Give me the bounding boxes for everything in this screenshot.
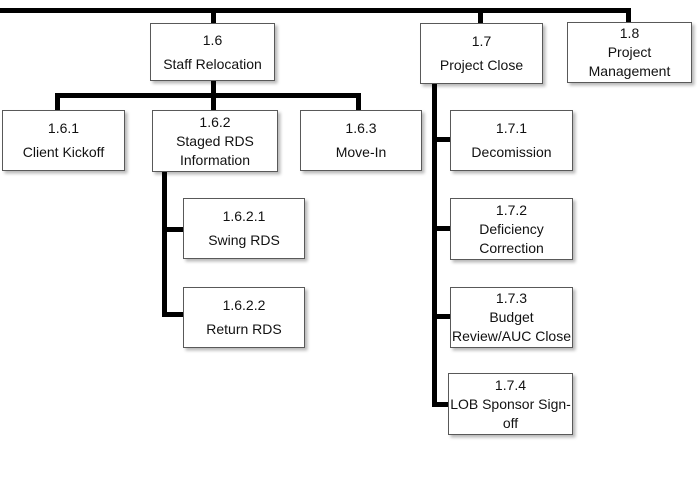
connector-branch-node-1-7-2 [437,226,450,231]
node-1-6-2-1: 1.6.2.1 Swing RDS [183,198,305,259]
connector-branch-node-1-7-1 [437,137,450,142]
node-name-line: Client Kickoff [22,144,105,160]
node-1-7-4: 1.7.4 LOB Sponsor Sign- off [448,373,573,435]
connector-top-trunk [0,8,631,13]
node-name-line: Return RDS [206,321,282,337]
node-1-6-3: 1.6.3 Move-In [300,110,422,171]
node-code: 1.6 [202,31,223,48]
connector-branch-node-1-7-3 [437,314,450,319]
connector-branch-node-1-6-2-2 [162,312,183,317]
connector-drop-node-1-6-3 [356,93,361,110]
node-code: 1.8 [619,25,640,41]
node-name-line: Decomission [471,144,552,160]
node-1-6-2: 1.6.2 Staged RDS Information [152,110,278,172]
node-1-7-1: 1.7.1 Decomission [450,110,573,171]
connector-branch-node-1-6-2-1 [167,227,183,232]
connector-1-6-2-trunk [162,171,167,317]
connector-drop-node-1-6-2 [211,98,216,110]
node-name-line: Budget [489,309,534,325]
node-name-line: Project Close [439,57,524,73]
connector-branch-node-1-7-4 [432,402,448,407]
node-name-line: Review/AUC Close [451,328,572,344]
node-1-6: 1.6 Staff Relocation [150,23,275,81]
connector-stub-node-1-7-top [478,13,483,23]
node-name-line: Correction [479,239,544,256]
node-name-line: LOB Sponsor Sign- [450,395,571,412]
node-code: 1.6.2.2 [222,297,266,313]
node-name-line: Deficiency [479,220,544,237]
connector-1-6-children-bar [55,93,361,98]
node-code: 1.6.2 [199,113,231,130]
node-1-7-3: 1.7.3 Budget Review/AUC Close [450,287,573,348]
node-code: 1.7.1 [495,120,528,136]
node-code: 1.7.3 [495,290,528,306]
node-code: 1.6.1 [47,120,80,136]
node-code: 1.7.2 [495,201,528,218]
node-name-line: Staff Relocation [163,55,262,72]
node-code: 1.6.3 [345,120,377,136]
connector-stub-node-1-6-bottom [211,79,216,93]
node-1-7-2: 1.7.2 Deficiency Correction [450,198,573,260]
node-1-6-2-2: 1.6.2.2 Return RDS [183,287,305,348]
node-name-line: off [502,414,519,431]
node-name-line: Swing RDS [208,232,280,248]
node-name-line: Management [588,63,671,79]
connector-stub-node-1-6-top [211,13,216,23]
node-name-line: Project [607,44,652,60]
connector-drop-node-1-6-1 [55,93,60,110]
node-code: 1.6.2.1 [222,208,266,224]
node-name-line: Move-In [335,144,387,160]
node-1-7: 1.7 Project Close [420,23,543,84]
node-code: 1.7.4 [494,376,527,393]
node-1-8: 1.8 Project Management [567,22,692,83]
connector-1-7-trunk [432,83,437,407]
node-name-line: Information [179,151,251,168]
node-name-line: Staged RDS [176,132,254,149]
connector-stub-node-1-8 [626,8,631,22]
node-code: 1.7 [471,33,492,49]
node-1-6-1: 1.6.1 Client Kickoff [2,110,125,171]
